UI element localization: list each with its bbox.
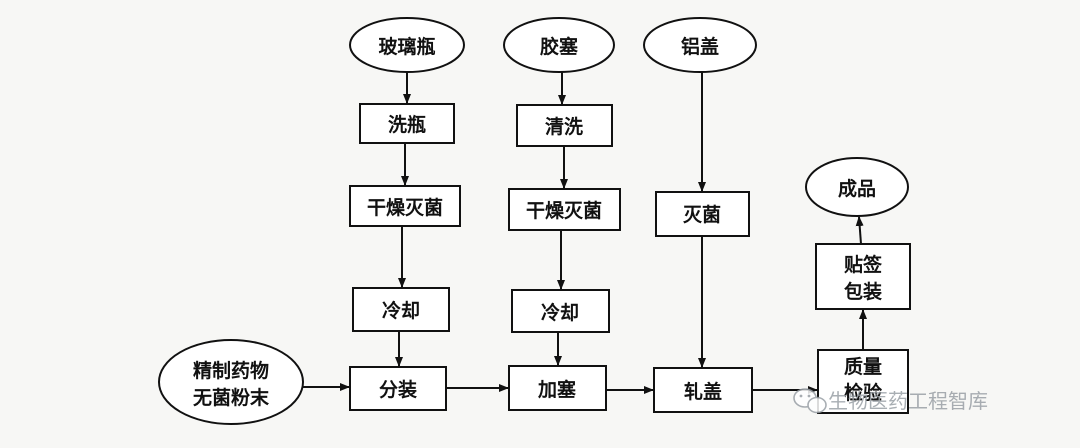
- add-stopper-node: 加塞: [508, 365, 607, 411]
- sterilize-cap-label: 灭菌: [682, 203, 721, 226]
- fill-node: 分装: [349, 366, 447, 411]
- cool-2-label: 冷却: [541, 301, 579, 324]
- glass-bottle-node: 玻璃瓶: [349, 17, 465, 73]
- cool-2-node: 冷却: [511, 289, 610, 333]
- quality-check-label-line1: 质量: [844, 356, 882, 378]
- stopper-node: 胶塞: [503, 17, 615, 73]
- label-pack-node: 贴签 包装: [815, 243, 911, 310]
- label-pack-label-line2: 包装: [844, 280, 882, 303]
- product-label: 成品: [838, 177, 876, 200]
- quality-check-label-line2: 检验: [844, 381, 883, 404]
- dry-sterilize-1-label: 干燥灭菌: [367, 196, 443, 219]
- stopper-label: 胶塞: [540, 35, 579, 58]
- wechat-icon: [793, 388, 827, 414]
- crimp-node: 轧盖: [653, 367, 753, 413]
- dry-sterilize-2-label: 干燥灭菌: [526, 199, 602, 222]
- sterile-powder-node: 精制药物 无菌粉末: [158, 339, 304, 425]
- product-node: 成品: [805, 157, 909, 217]
- dry-sterilize-1-node: 干燥灭菌: [349, 185, 461, 227]
- sterile-powder-label-line1: 精制药物: [193, 359, 269, 382]
- sterile-powder-label-line2: 无菌粉末: [193, 386, 270, 409]
- watermark: 生物医药工程智库: [793, 388, 988, 414]
- dry-sterilize-2-node: 干燥灭菌: [508, 188, 621, 231]
- add-stopper-label: 加塞: [537, 378, 577, 401]
- wash-stopper-label: 清洗: [545, 115, 583, 138]
- arrow-label-to-product: [855, 216, 864, 245]
- crimp-label: 轧盖: [684, 380, 722, 403]
- cool-1-node: 冷却: [352, 287, 450, 332]
- glass-bottle-label: 玻璃瓶: [378, 35, 435, 58]
- label-pack-label-line1: 贴签: [844, 253, 883, 276]
- sterilize-cap-node: 灭菌: [655, 191, 750, 237]
- aluminum-cap-label: 铝盖: [681, 35, 719, 58]
- watermark-text: 生物医药工程智库: [828, 389, 988, 413]
- wash-stopper-node: 清洗: [516, 104, 613, 147]
- aluminum-cap-node: 铝盖: [643, 17, 757, 73]
- cool-1-label: 冷却: [382, 299, 420, 322]
- wash-bottle-label: 洗瓶: [388, 113, 426, 136]
- fill-label: 分装: [379, 378, 417, 401]
- wash-bottle-node: 洗瓶: [359, 103, 455, 144]
